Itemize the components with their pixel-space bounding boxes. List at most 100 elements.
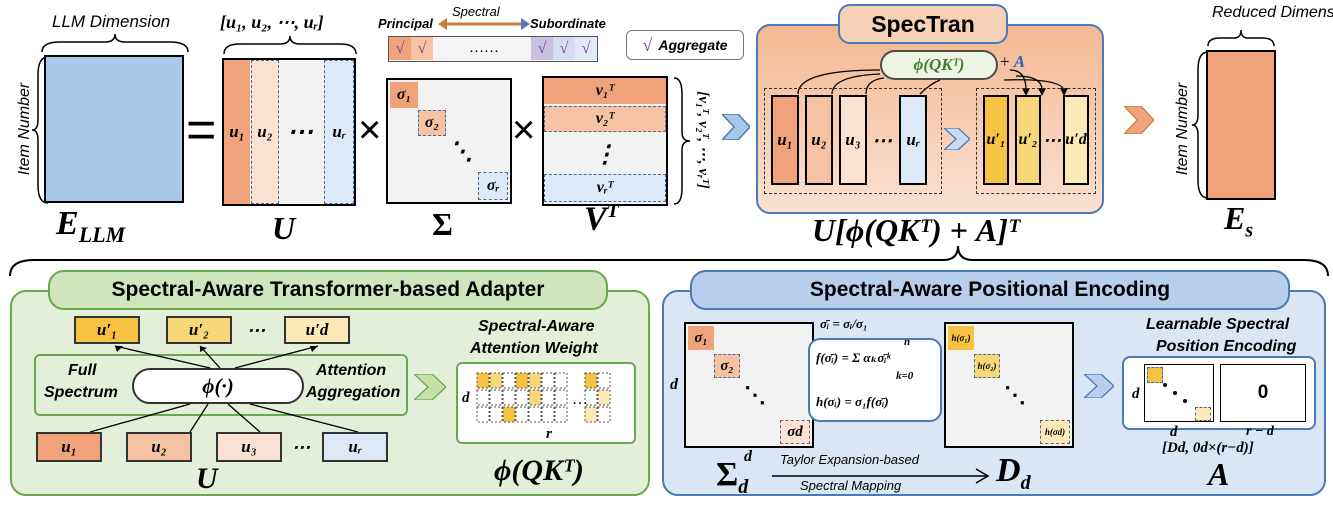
spectral-strip: √ √ …… √ √ √ (388, 36, 598, 62)
spectran-u-2: u₂ (805, 95, 833, 185)
spectran-output-group: u′₁ u′₂ ⋯ u′d (976, 88, 1096, 194)
lspe-zero-block: 0 (1220, 364, 1306, 422)
spectran-u-r: uᵣ (899, 95, 927, 185)
e-s-matrix (1206, 50, 1276, 200)
lspe-title-1: Learnable Spectral (1146, 316, 1290, 333)
taylor-arrow-top: Taylor Expansion-based (780, 452, 919, 467)
u-matrix: u₁ u₂ ⋯ uᵣ (222, 58, 356, 206)
taylor-arrow (772, 468, 990, 484)
adapter-in-dots: ⋯ (292, 436, 310, 457)
vt-row-dots: ⋮ (593, 141, 617, 168)
chevron-right-icon (414, 374, 446, 400)
item-number-brace (31, 56, 49, 204)
equals-sign: = (186, 101, 217, 159)
vt-row-r: vᵣᵀ (544, 174, 666, 202)
lspe-diag-cell-d (1195, 407, 1211, 421)
vt-vector-brace (673, 77, 691, 205)
adapter-arrows (89, 345, 359, 433)
chevron-right-icon (1124, 106, 1154, 134)
strip-dots: …… (469, 40, 499, 56)
u-cell-r: uᵣ (324, 60, 354, 204)
positional-panel-title: Spectral-Aware Positional Encoding (690, 270, 1290, 310)
attention-weight-cell (528, 372, 542, 389)
spectran-u-dots: ⋯ (872, 129, 892, 152)
spectrum-label: Spectrum (44, 384, 118, 401)
attention-weight-cell (597, 372, 611, 389)
u-cell-2: u₂ (251, 60, 279, 204)
attention-weight-cell (476, 372, 490, 389)
weight-title-1: Spectral-Aware (478, 318, 595, 335)
taylor-f: f(σ̄ᵢ) = Σ αₖσ̄ᵢᵏ (816, 350, 891, 365)
attention-label: Attention (316, 362, 387, 379)
sigma-bar-def: σ̄ᵢ = σᵢ/σ₁ (820, 316, 868, 331)
d-d-label: Dd (996, 452, 1031, 494)
e-llm-matrix (44, 55, 184, 203)
strip-check-2: √ (411, 37, 433, 60)
times-sign-1: × (358, 108, 382, 152)
h-def: h(σᵢ) = σ₁f(σ̄ᵢ) (816, 394, 889, 409)
attention-weight-cell (476, 389, 490, 406)
item-number-brace-right (1191, 51, 1209, 199)
sigma-d-row-label: d (670, 376, 678, 393)
adapter-phi-qk: ϕ(QKᵀ) (494, 454, 584, 487)
reduced-dimension-label: Reduced Dimension (1212, 4, 1333, 21)
attention-weight-cell (528, 406, 542, 423)
aggregate-legend: √ Aggregate (626, 30, 744, 60)
attention-arrows (797, 69, 1068, 96)
subordinate-label: Subordinate (530, 16, 606, 31)
sigma-matrix: σ₁ σ₂ ⋱ σᵣ (386, 78, 512, 204)
chevron-right-icon (944, 128, 970, 150)
attention-weight-grid: … (476, 372, 611, 423)
attention-weight-cell (584, 406, 598, 423)
phi-qk-node: ϕ(QKᵀ) (880, 50, 998, 80)
attention-weight-cell (541, 372, 555, 389)
sigma-cell-1: σ₁ (390, 82, 418, 108)
e-s-label: Es (1224, 200, 1254, 242)
d-d-cell-2: h(σ₂) (974, 354, 1000, 378)
full-label: Full (68, 362, 97, 379)
spectran-title: SpecTran (838, 4, 1008, 44)
chevron-right-icon (1084, 374, 1114, 398)
spectral-arrow (438, 18, 530, 30)
attention-weight-cell (515, 372, 529, 389)
sigma-d-cell-1: σ₁ (688, 326, 714, 350)
llm-dimension-brace (41, 33, 189, 53)
principal-label: Principal (378, 16, 433, 31)
spectran-u-3: u₃ (839, 95, 867, 185)
lspe-diag-block (1144, 364, 1214, 422)
sigma-d-cell-2: σ₂ (714, 354, 740, 378)
chevron-right-icon (722, 114, 750, 140)
spectran-formula: U[ϕ(QKᵀ) + A]ᵀ (812, 212, 1020, 248)
e-llm-label: ELLM (56, 205, 126, 247)
attention-weight-cell (541, 389, 555, 406)
attention-weight-cell (489, 389, 503, 406)
lspe-r-minus-d: r − d (1246, 424, 1274, 439)
aggregate-label: Aggregate (658, 37, 728, 53)
spectran-u-1: u₁ (771, 95, 799, 185)
attention-weight-cell (597, 389, 611, 406)
plus-a-label: + A (1000, 52, 1026, 71)
weight-title-2: Attention Weight (470, 340, 598, 357)
sum-top: n (904, 336, 911, 348)
sigma-cell-2: σ₂ (418, 110, 446, 136)
reduced-dimension-brace (1207, 29, 1275, 47)
weight-r-label: r (546, 426, 552, 442)
d-d-cell-d: h(σd) (1040, 420, 1070, 444)
weight-d-label: d (462, 390, 470, 406)
attention-weight-dots: … (572, 391, 588, 408)
sigma-d-label: Σd (716, 456, 749, 498)
adapter-in-r: uᵣ (322, 432, 388, 462)
u-cell-dots: ⋯ (287, 117, 313, 146)
vt-vector-list: [v₁ᵀ, v₂ᵀ, ⋯, vᵣᵀ] (695, 91, 711, 189)
sigma-d-cell-d: σd (780, 420, 810, 444)
attention-weight-cell (476, 406, 490, 423)
sigma-cell-dots: ⋱ (449, 138, 473, 165)
a-label: A (1208, 456, 1230, 492)
aggregate-check-icon: √ (642, 34, 653, 55)
attention-weight-cell (489, 372, 503, 389)
strip-check-1: √ (389, 37, 411, 60)
attention-weight-cell (528, 389, 542, 406)
phi-node: ϕ(·) (132, 368, 304, 404)
adapter-in-2: u₂ (126, 432, 192, 462)
attention-weight-cell (584, 372, 598, 389)
